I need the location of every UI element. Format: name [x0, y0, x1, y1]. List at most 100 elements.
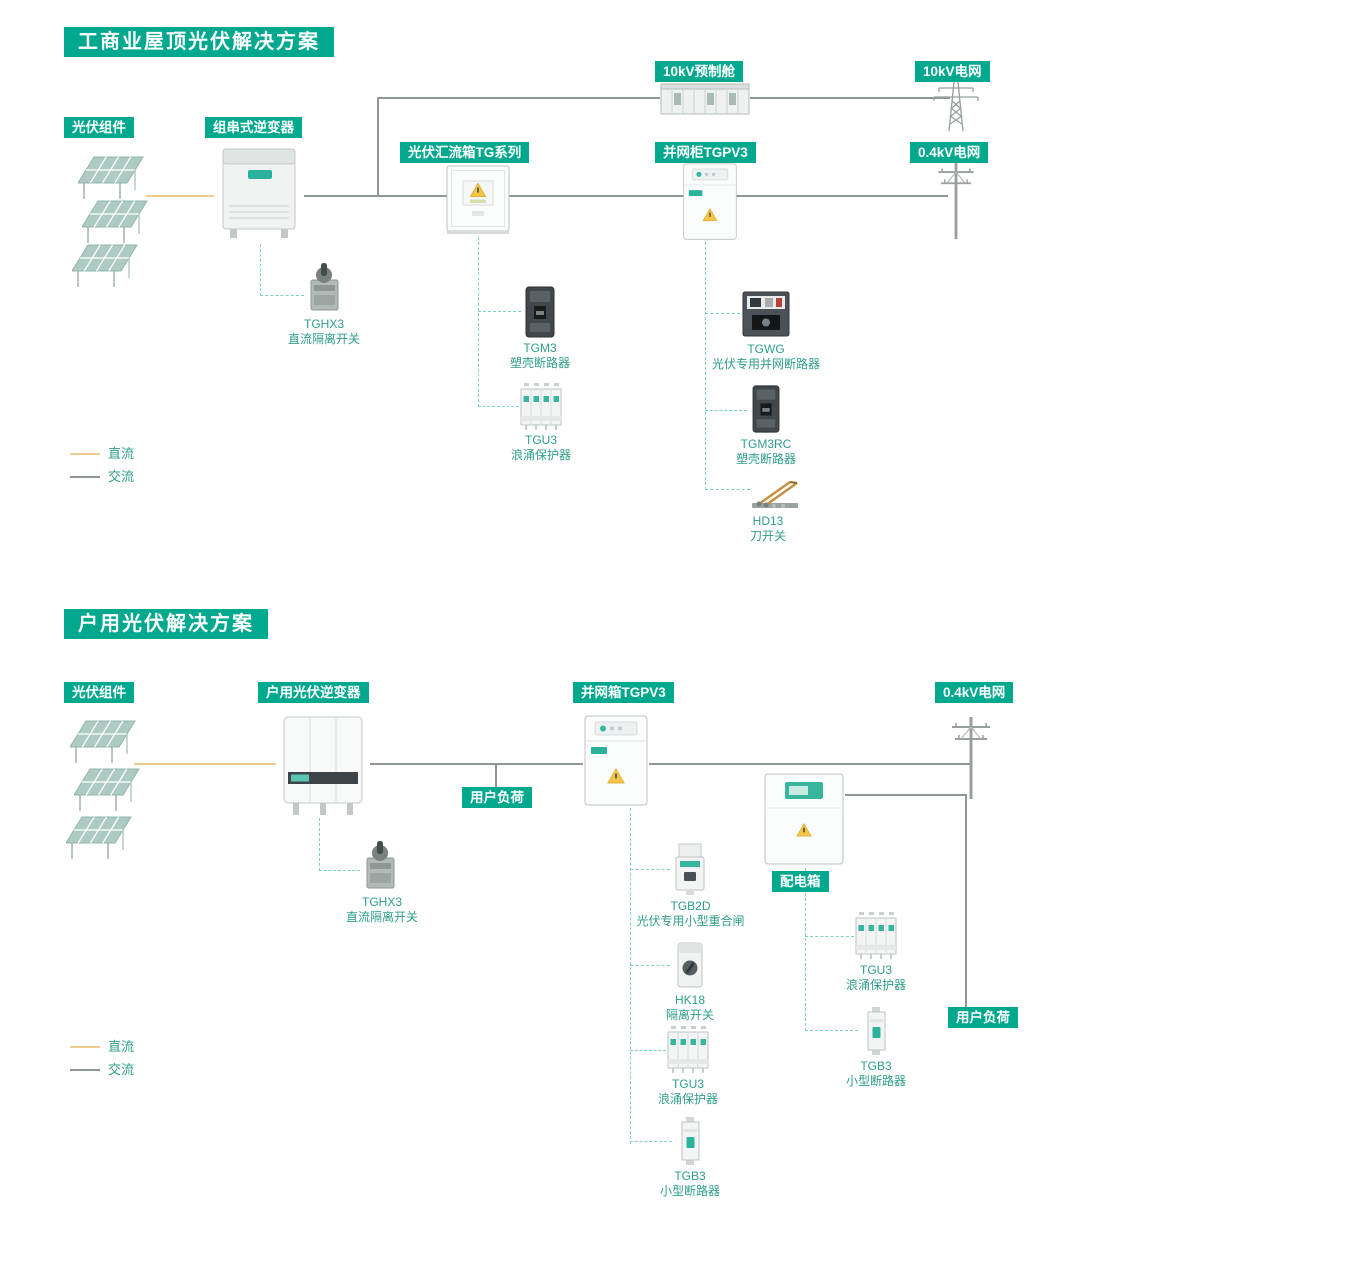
ac-line-distbox-right	[845, 794, 967, 796]
part-label-hd13: HD13 刀开关	[716, 514, 820, 544]
part-label-tgu3: TGU3 浪涌保护器	[824, 963, 928, 993]
label-grid-10kv: 10kV电网	[915, 61, 990, 82]
legend-dc-swatch	[70, 1046, 100, 1048]
utility-pole-icon	[948, 714, 994, 800]
part-desc: 小型断路器	[845, 1074, 906, 1088]
part-model: TGB3	[860, 1059, 892, 1073]
part-desc: 直流隔离开关	[287, 332, 360, 346]
dashed-connector	[478, 237, 479, 407]
ac-line-gridbox-to-04kv-grid	[649, 763, 971, 765]
part-label-tgb3: TGB3 小型断路器	[824, 1059, 928, 1089]
part-desc: 塑壳断路器	[509, 356, 570, 370]
legend-ac-label: 交流	[108, 1062, 135, 1077]
label-string-inverter: 组串式逆变器	[205, 117, 302, 138]
dc-line-panels-to-inverter	[146, 195, 214, 197]
mini-breaker-tgb3-icon	[672, 1116, 708, 1166]
part-label-tgwg: TGWG 光伏专用并网断路器	[696, 342, 836, 372]
label-grid-04kv: 0.4kV电网	[935, 682, 1014, 703]
dashed-connector	[630, 1050, 666, 1051]
part-desc: 浪涌保护器	[510, 448, 571, 462]
label-prefab-cabin: 10kV预制舱	[655, 61, 744, 82]
dashed-connector	[319, 870, 360, 871]
part-model: HD13	[752, 514, 784, 528]
part-desc: 浪涌保护器	[657, 1092, 718, 1106]
legend-ac-swatch	[70, 1069, 100, 1071]
dashed-connector	[805, 936, 854, 937]
part-desc: 刀开关	[749, 529, 786, 543]
distribution-box-icon	[763, 772, 845, 868]
ac-line-branch-up	[377, 97, 379, 197]
label-grid-cabinet: 并网柜TGPV3	[655, 142, 756, 163]
label-grid-box: 并网箱TGPV3	[573, 682, 674, 703]
mini-breaker-tgb3-icon	[858, 1006, 894, 1056]
dashed-connector	[805, 1030, 858, 1031]
isolator-hk18-icon	[670, 940, 710, 990]
part-model: TGHX3	[303, 317, 344, 331]
part-model: TGM3RC	[740, 437, 792, 451]
legend-dc-label: 直流	[108, 446, 135, 461]
part-label-tgm3: TGM3 塑壳断路器	[488, 341, 592, 371]
ac-stub-user-load	[495, 765, 497, 787]
dashed-connector	[478, 311, 521, 312]
part-model: TGHX3	[361, 895, 402, 909]
part-label-tgu3: TGU3 浪涌保护器	[636, 1077, 740, 1107]
label-grid-04kv: 0.4kV电网	[910, 142, 989, 163]
part-desc: 塑壳断路器	[735, 452, 796, 466]
part-desc: 隔离开关	[665, 1008, 714, 1022]
dashed-connector	[705, 313, 740, 314]
ac-line-cabinet-to-04kv-grid	[730, 195, 948, 197]
part-desc: 浪涌保护器	[845, 978, 906, 992]
dashed-connector	[705, 489, 750, 490]
ac-line-cabin-to-10kv-grid	[750, 97, 950, 99]
part-label-tgb2d: TGB2D 光伏专用小型重合闸	[618, 899, 763, 929]
label-combiner-box: 光伏汇流箱TG系列	[400, 142, 530, 163]
dc-isolator-tghx3-icon	[360, 840, 400, 892]
dashed-connector	[319, 818, 320, 871]
legend-dc-swatch	[70, 453, 100, 455]
part-label-hk18: HK18 隔离开关	[638, 993, 742, 1023]
part-model: TGU3	[859, 963, 892, 977]
legend-ac-swatch	[70, 476, 100, 478]
part-model: TGU3	[671, 1077, 704, 1091]
label-dist-box: 配电箱	[772, 871, 829, 892]
part-label-tgm3rc: TGM3RC 塑壳断路器	[714, 437, 818, 467]
solar-panel-icon	[66, 816, 132, 862]
part-label-tghx3: TGHX3 直流隔离开关	[270, 317, 378, 347]
home-inverter-icon	[276, 714, 370, 818]
label-home-inverter: 户用光伏逆变器	[258, 682, 369, 703]
part-desc: 光伏专用并网断路器	[711, 357, 820, 371]
mini-recloser-tgb2d-icon	[670, 842, 710, 896]
part-model: TGM3	[523, 341, 557, 355]
solar-panel-icon	[70, 720, 136, 766]
part-desc: 小型断路器	[659, 1184, 720, 1198]
section-title-industrial: 工商业屋顶光伏解决方案	[64, 27, 334, 57]
part-desc: 直流隔离开关	[345, 910, 418, 924]
surge-protector-tgu3-icon	[854, 912, 898, 960]
dc-line-panels-to-inverter	[134, 763, 276, 765]
dashed-connector	[705, 410, 747, 411]
dashed-connector	[630, 1141, 672, 1142]
part-model: TGU3	[524, 433, 557, 447]
label-user-load-2: 用户负荷	[948, 1007, 1018, 1028]
dashed-connector	[630, 965, 670, 966]
section-title-residential: 户用光伏解决方案	[64, 609, 268, 639]
part-label-tgb3: TGB3 小型断路器	[638, 1169, 742, 1199]
dashed-connector	[630, 869, 670, 870]
ac-line-to-user-load	[965, 794, 967, 1008]
dashed-connector	[630, 808, 631, 1144]
grid-connection-box-icon	[583, 714, 649, 808]
part-desc: 光伏专用小型重合闸	[636, 914, 745, 928]
part-label-tgu3: TGU3 浪涌保护器	[489, 433, 593, 463]
label-pv-modules: 光伏组件	[64, 117, 134, 138]
dashed-connector	[805, 868, 806, 1031]
label-pv-modules: 光伏组件	[64, 682, 134, 703]
legend-ac-label: 交流	[108, 469, 135, 484]
dashed-connector	[260, 244, 261, 296]
part-label-tghx3: TGHX3 直流隔离开关	[328, 895, 436, 925]
dashed-connector	[260, 295, 304, 296]
part-model: HK18	[674, 993, 706, 1007]
dashed-connector	[705, 242, 706, 490]
